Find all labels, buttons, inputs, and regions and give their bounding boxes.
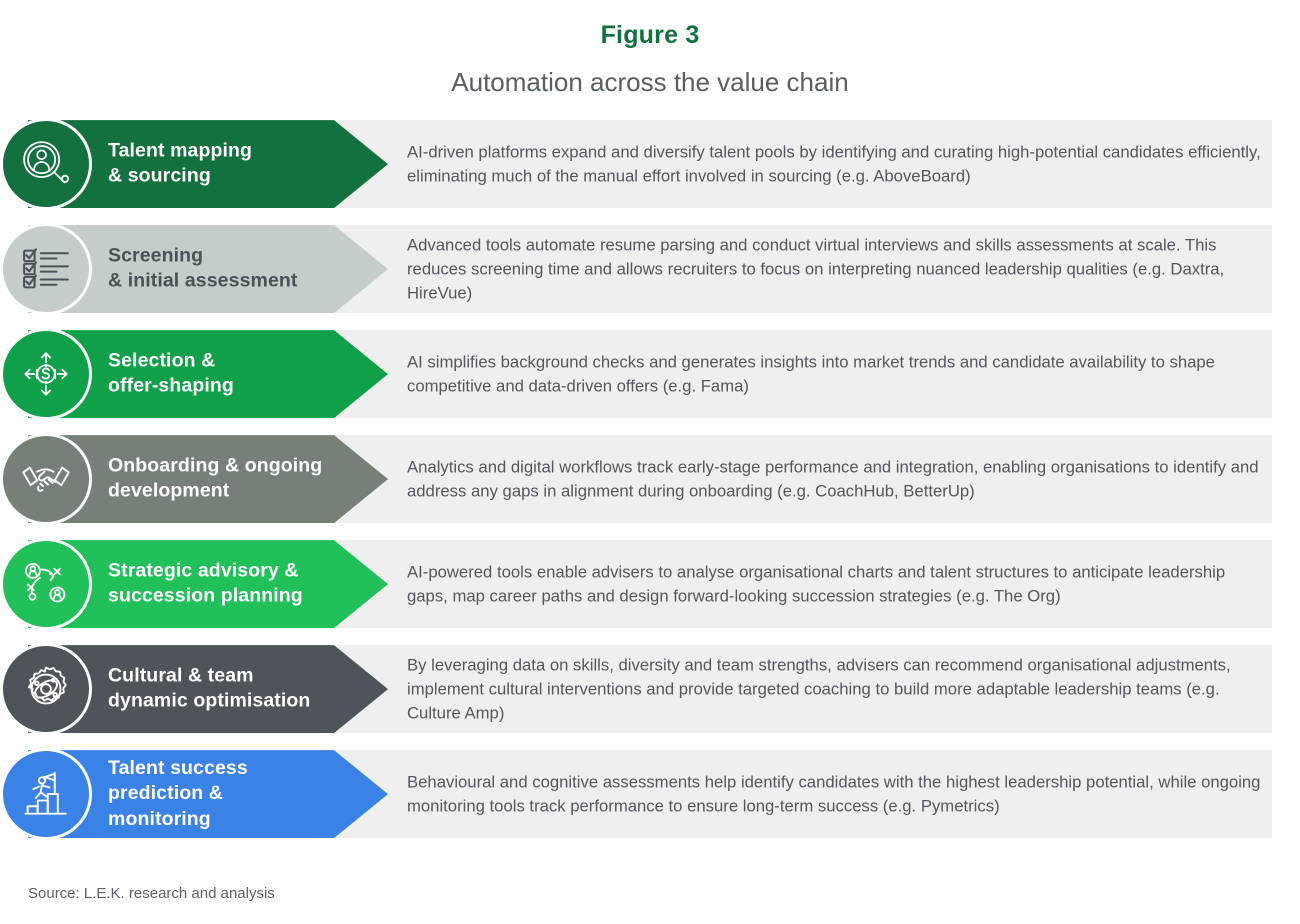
stage-label-line: offer-shaping [108,375,234,398]
stage-description: Analytics and digital workflows track ea… [407,457,1259,501]
stage-label-line: Talent mapping [108,139,253,162]
value-chain-row: Onboarding & ongoing development Analytic… [0,433,1300,526]
value-chain-row: Strategic advisory &succession planning … [0,538,1300,631]
stage-label-line: development [108,480,230,503]
value-chain-rows: Talent mapping & sourcing AI-driven platf… [0,118,1300,841]
checklist-icon [0,223,92,316]
dollar-arrows-icon [0,328,92,421]
figure-header: Figure 3 Automation across the value cha… [0,0,1300,96]
stage-description: AI-powered tools enable advisers to anal… [407,562,1226,606]
stage-label-line: monitoring [108,807,211,830]
stage-label-line: & initial assessment [108,270,298,293]
stage-label: Cultural & team dynamic optimisation [108,664,338,715]
stage-description: AI simplifies background checks and gene… [407,352,1215,396]
stage-label-line: dynamic optimisation [108,690,311,713]
figure-title: Automation across the value chain [451,66,849,97]
stage-label-line: prediction & [108,782,223,805]
person-flag-steps-icon [0,748,92,841]
figure-label: Figure 3 [600,21,700,49]
stage-label-line: Selection & [108,349,216,372]
value-chain-row: Screening & initial assessment Advanced t… [0,223,1300,316]
stage-label-line: Onboarding & ongoing [108,454,323,477]
stage-label: Screening & initial assessment [108,244,338,295]
stage-label-line: & sourcing [108,165,211,188]
stage-label: Strategic advisory & succession planning [108,559,338,610]
stage-label-line: Strategic advisory & [108,559,299,582]
stage-description: By leveraging data on skills, diversity … [407,655,1231,722]
stage-description: AI-driven platforms expand and diversify… [407,142,1261,186]
stage-label-line: succession planning [108,585,303,608]
stage-label-line: Screening [108,244,204,267]
stage-label-line: Talent success [108,757,248,780]
value-chain-row: Cultural & team dynamic optimisation By l… [0,643,1300,736]
stage-description: Behavioural and cognitive assessments he… [407,772,1261,816]
person-magnifier-icon [0,118,92,211]
stage-label: Talent mapping & sourcing [108,139,338,190]
gear-network-icon [0,643,92,736]
source-note: Source: L.E.K. research and analysis [28,885,275,902]
stage-label-line: Cultural & team [108,664,254,687]
stage-label: Selection & offer-shaping [108,349,338,400]
value-chain-row: Talent mapping & sourcing AI-driven platf… [0,118,1300,211]
value-chain-row: Selection & offer-shaping AI simplifies b… [0,328,1300,421]
stage-description: Advanced tools automate resume parsing a… [407,235,1225,302]
handshake-icon [0,433,92,526]
stage-label: Onboarding & ongoing development [108,454,338,505]
strategy-playbook-icon [0,538,92,631]
